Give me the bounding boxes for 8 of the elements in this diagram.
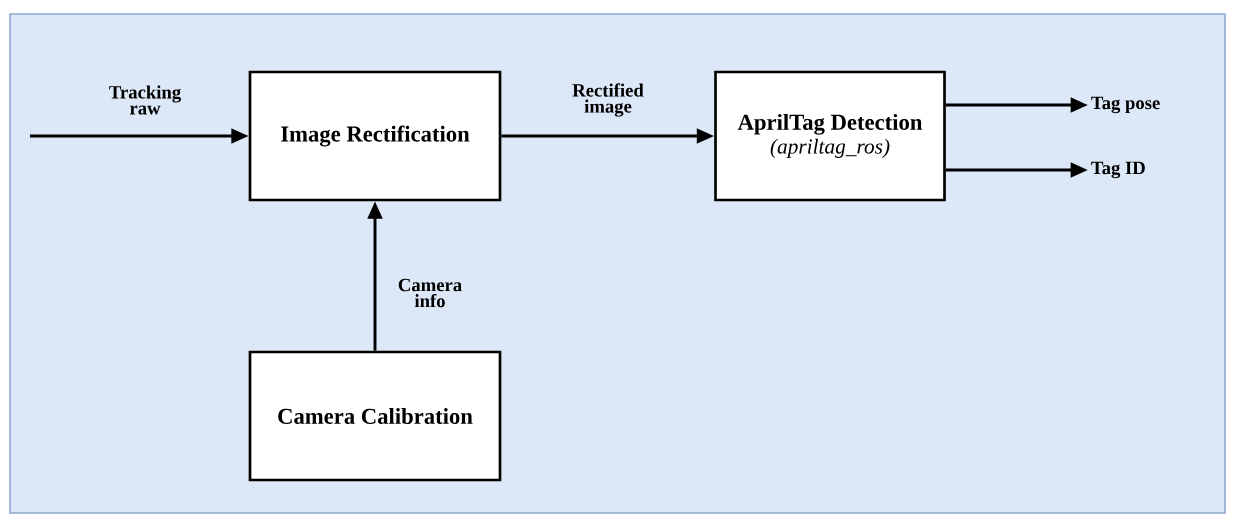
- process-box: Image Rectification: [248, 70, 502, 202]
- process-box: Camera Calibration: [248, 350, 502, 482]
- process-box: AprilTag Detection (apriltag_ros): [714, 70, 946, 202]
- edge-label: Rectified image: [565, 82, 651, 118]
- output-label: Tag pose: [1091, 96, 1160, 114]
- output-label: Tag ID: [1091, 161, 1145, 179]
- edge-label: Tracking raw: [102, 84, 188, 116]
- edge-label: Camera info: [387, 277, 473, 309]
